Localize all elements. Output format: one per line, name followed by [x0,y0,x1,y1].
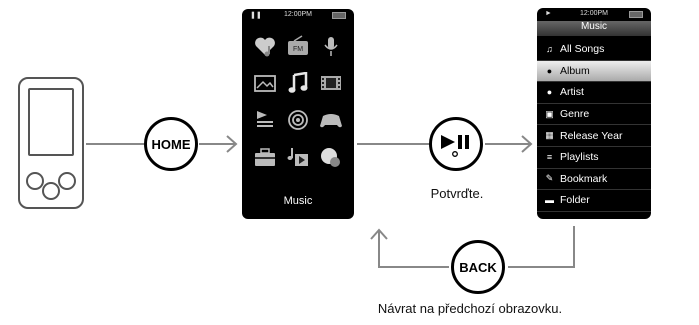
microphone-icon[interactable] [316,31,346,61]
device-right-button [58,172,76,190]
music-menu-screen: ► 12:00PM Music ♫ All Songs ● Album ● Artis… [537,8,651,219]
menu-item-artist[interactable]: ● Artist [537,82,651,104]
screen-title: Music [537,21,651,36]
calendar-icon: ▦ [545,130,554,141]
device-left-button [26,172,44,190]
disc-icon: ● [546,65,553,76]
menu-item-release-year[interactable]: ▦ Release Year [537,125,651,147]
folder-icon: ▬ [545,195,554,206]
menu-item-folder[interactable]: ▬ Folder [537,190,651,212]
menu-item-all-songs[interactable]: ♫ All Songs [537,39,651,61]
game-controller-icon[interactable] [316,105,346,135]
menu-item-label: Artist [560,86,584,99]
menu-item-label: Release Year [560,129,623,142]
svg-text:FM: FM [293,46,303,53]
play-state-icon: ► [545,10,552,17]
person-icon: ● [546,87,553,98]
back-button[interactable]: BACK [451,240,505,294]
toolbox-icon[interactable] [250,142,280,172]
heart-music-icon[interactable] [250,31,280,61]
menu-item-label: Bookmark [560,172,608,185]
menu-item-genre[interactable]: ▣ Genre [537,104,651,126]
media-player-device [18,77,84,209]
device-screen [28,88,74,156]
home-menu-screen: ❚❚ 12:00PM FM [242,9,354,219]
menu-item-label: Album [560,64,590,77]
battery-icon [332,12,346,19]
play-pause-button[interactable] [429,117,483,171]
menu-item-label: Playlists [560,151,599,164]
playlist-icon: ≡ [546,152,553,163]
broadcast-icon[interactable] [283,105,313,135]
video-film-icon[interactable] [316,68,346,98]
clock: 12:00PM [579,10,609,17]
clock: 12:00PM [283,11,313,18]
photo-icon[interactable] [250,68,280,98]
music-menu-list: ♫ All Songs ● Album ● Artist ▣ Genre ▦ Releas… [537,39,651,212]
menu-item-playlists[interactable]: ≡ Playlists [537,147,651,169]
menu-item-label: All Songs [560,43,605,56]
music-note-icon: ♫ [546,44,553,55]
home-selected-label: Music [283,195,313,207]
home-button[interactable]: HOME [144,117,198,171]
battery-icon [629,11,643,18]
podcast-icon[interactable] [250,105,280,135]
menu-item-label: Genre [560,108,590,121]
app-bubble-icon[interactable] [316,142,346,172]
menu-item-label: Folder [560,194,590,207]
play-pause-icon [441,135,469,157]
menu-item-album[interactable]: ● Album [537,60,651,83]
pause-icon: ❚❚ [250,12,262,19]
fm-radio-icon[interactable]: FM [283,31,313,61]
confirm-caption: Potvrďte. [430,186,484,201]
device-center-button [42,182,60,200]
status-bar: ❚❚ 12:00PM [242,9,354,21]
menu-item-bookmark[interactable]: ✎ Bookmark [537,169,651,191]
status-bar: ► 12:00PM [537,8,651,20]
genre-icon: ▣ [545,108,554,119]
music-note-icon[interactable] [283,68,313,98]
bookmark-icon: ✎ [545,173,554,184]
music-player-icon[interactable] [283,142,313,172]
back-caption: Návrat na předchozí obrazovku. [377,301,563,316]
